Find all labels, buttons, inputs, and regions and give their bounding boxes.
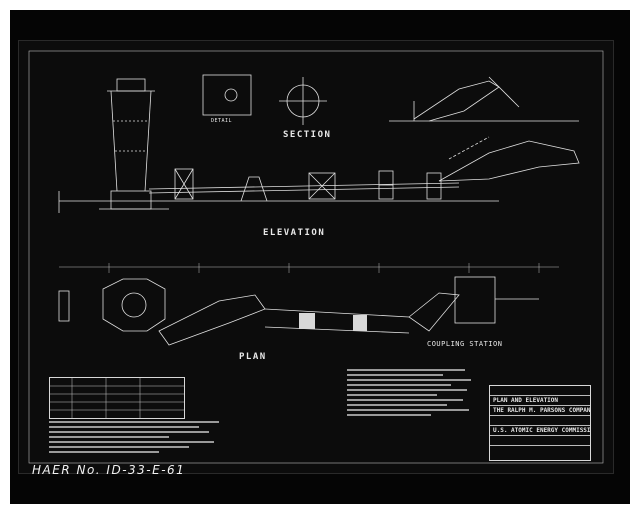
specification-notes: [347, 369, 477, 419]
plan-view: [58, 266, 559, 346]
elevation-view: [58, 136, 580, 213]
sheet-border: [28, 50, 604, 464]
plan-octagon: [102, 278, 166, 332]
general-notes: [49, 421, 229, 456]
detail-label: DETAIL: [211, 118, 233, 124]
plan-angled-run: [158, 294, 266, 346]
trestle-2: [240, 176, 268, 202]
fitting-schedule-table: [49, 377, 185, 419]
title-block-agency: U.S. ATOMIC ENERGY COMMISSION: [490, 426, 590, 436]
coupling-station-label: COUPLING STATION: [427, 340, 503, 348]
inclined-section: [438, 140, 580, 182]
blueprint-drawing: [28, 50, 604, 464]
inclined-section-detail: [389, 76, 579, 122]
title-block-sheet-title: PLAN AND ELEVATION: [490, 396, 590, 406]
plan-label: PLAN: [239, 352, 267, 362]
section-detail: [202, 74, 327, 125]
trestle-3: [308, 172, 336, 200]
blueprint-sheet: SECTION ELEVATION PLAN COUPLING STATION …: [18, 40, 614, 474]
trestle-5: [426, 172, 442, 200]
title-block-company: THE RALPH M. PARSONS COMPANY: [490, 406, 590, 416]
section-label: SECTION: [283, 130, 332, 140]
title-block: PLAN AND ELEVATION THE RALPH M. PARSONS …: [489, 385, 591, 461]
haer-label: HAER No. ID-33-E-61: [32, 463, 186, 477]
elevation-label: ELEVATION: [263, 228, 326, 238]
trestle-1: [174, 168, 194, 200]
tower-elevation: [99, 78, 169, 210]
trestle-4: [378, 170, 394, 200]
coupling-station-plan: [454, 276, 496, 324]
